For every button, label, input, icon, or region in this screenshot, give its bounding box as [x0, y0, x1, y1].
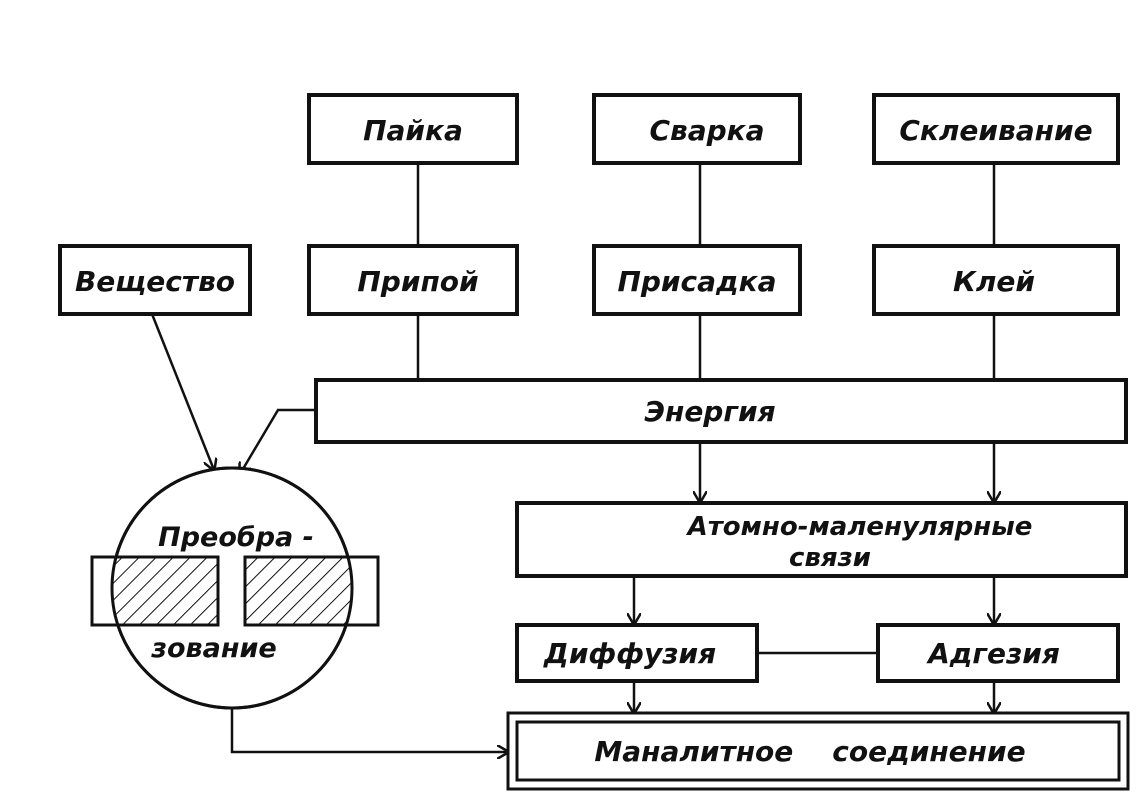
arrow-veshchestvo-preobrazovanie — [150, 313, 214, 470]
box-monolit-label: Маналитное соединение — [594, 735, 1025, 768]
box-svarka: Сварка — [592, 93, 802, 165]
box-klei-label: Клей — [953, 265, 1035, 298]
transformation-label-line2: зование — [150, 633, 276, 664]
transformation-node: Преобра - зование — [90, 466, 380, 710]
transformation-label-line1: Преобра - — [158, 522, 314, 553]
box-monolit: Маналитное соединение — [506, 711, 1130, 791]
box-diffuziya: Диффузия — [515, 623, 759, 683]
box-diffuziya-label: Диффузия — [543, 637, 716, 670]
box-skleivanie: Склеивание — [872, 93, 1120, 165]
box-pripoi-label: Припой — [357, 265, 478, 298]
box-svarka-label: Сварка — [649, 114, 764, 147]
box-pripoi: Припой — [307, 244, 519, 316]
box-veshchestvo: Вещество — [58, 244, 252, 316]
box-prisadka: Присадка — [592, 244, 802, 316]
box-klei: Клей — [872, 244, 1120, 316]
box-svyazi-label-line2: связи — [789, 543, 871, 573]
box-paika-label: Пайка — [363, 114, 463, 147]
workpiece-left — [90, 555, 220, 627]
box-svyazi: Атомно-маленулярные связи — [515, 501, 1128, 578]
box-veshchestvo-label: Вещество — [75, 265, 235, 298]
box-svyazi-label-line1: Атомно-маленулярные — [686, 512, 1033, 542]
workpiece-right — [243, 555, 380, 627]
arrow-energiya-preobrazovanie — [240, 408, 316, 474]
box-energiya: Энергия — [314, 378, 1128, 444]
box-skleivanie-label: Склеивание — [899, 114, 1092, 147]
box-prisadka-label: Присадка — [617, 265, 776, 298]
connectors — [416, 163, 996, 655]
box-energiya-label: Энергия — [644, 395, 775, 428]
box-adgeziya-label: Адгезия — [926, 637, 1060, 670]
arrows — [150, 313, 994, 752]
arrow-preobrazovanie-monolit — [230, 706, 508, 752]
box-paika: Пайка — [307, 93, 519, 165]
box-adgeziya: Адгезия — [876, 623, 1120, 683]
